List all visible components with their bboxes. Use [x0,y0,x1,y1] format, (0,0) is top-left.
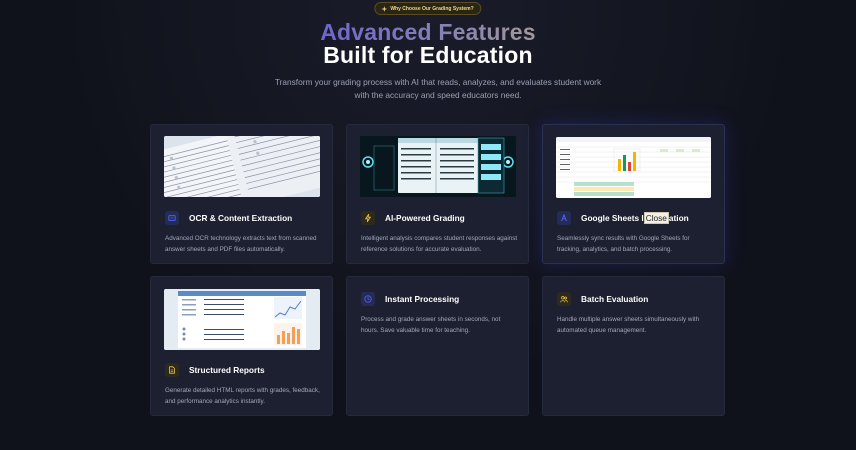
document-icon [165,363,179,377]
card-header: OCR & Content Extraction [165,211,292,225]
ai-grading-thumbnail [360,136,516,197]
card-description: Intelligent analysis compares student re… [361,235,518,253]
card-description: Seamlessly sync results with Google Shee… [557,235,690,253]
card-header: Instant Processing [361,292,459,306]
ai-dashboard-image [360,136,516,197]
card-description: Handle multiple answer sheets simultaneo… [557,316,700,334]
page-title: Advanced Features Built for Education [0,21,856,67]
reports-thumbnail [164,289,320,350]
card-description: Generate detailed HTML reports with grad… [165,387,320,405]
section-badge: Why Choose Our Grading System? [374,2,482,15]
card-header: Structured Reports [165,363,265,377]
spreadsheet-image [556,137,711,198]
lightning-icon [361,211,375,225]
card-title: OCR & Content Extraction [189,213,293,223]
report-dashboard-image [164,289,320,350]
card-header: Batch Evaluation [557,292,648,306]
card-description: Process and grade answer sheets in secon… [361,316,501,334]
feature-card-ocr: OCR & Content Extraction Advanced OCR te… [150,124,333,264]
scanned-papers-image [164,136,320,197]
ocr-thumbnail [164,136,320,197]
card-title: Instant Processing [385,294,460,304]
users-icon [557,292,571,306]
card-description: Advanced OCR technology extracts text fr… [165,235,317,253]
title-line-1: Advanced Features [0,21,856,44]
card-title: Structured Reports [189,365,265,375]
close-tooltip[interactable]: Close [643,212,669,224]
card-title-prefix: Google Sheets I [581,213,644,223]
sheets-icon [557,211,571,225]
sheets-thumbnail [556,137,711,198]
sparkle-icon [381,5,388,12]
page-subtitle: Transform your grading process with AI t… [274,77,602,100]
card-title-suffix: ation [668,213,689,223]
card-header: AI-Powered Grading [361,211,465,225]
feature-card-instant-processing: Instant Processing Process and grade ans… [346,276,529,416]
badge-label: Why Choose Our Grading System? [390,5,474,12]
clock-icon [361,292,375,306]
scan-icon [165,211,179,225]
feature-card-batch-evaluation: Batch Evaluation Handle multiple answer … [542,276,725,416]
title-line-2: Built for Education [323,42,533,68]
card-title: Batch Evaluation [581,294,649,304]
feature-card-structured-reports: Structured Reports Generate detailed HTM… [150,276,333,416]
feature-card-ai-grading: AI-Powered Grading Intelligent analysis … [346,124,529,264]
card-title: AI-Powered Grading [385,213,465,223]
